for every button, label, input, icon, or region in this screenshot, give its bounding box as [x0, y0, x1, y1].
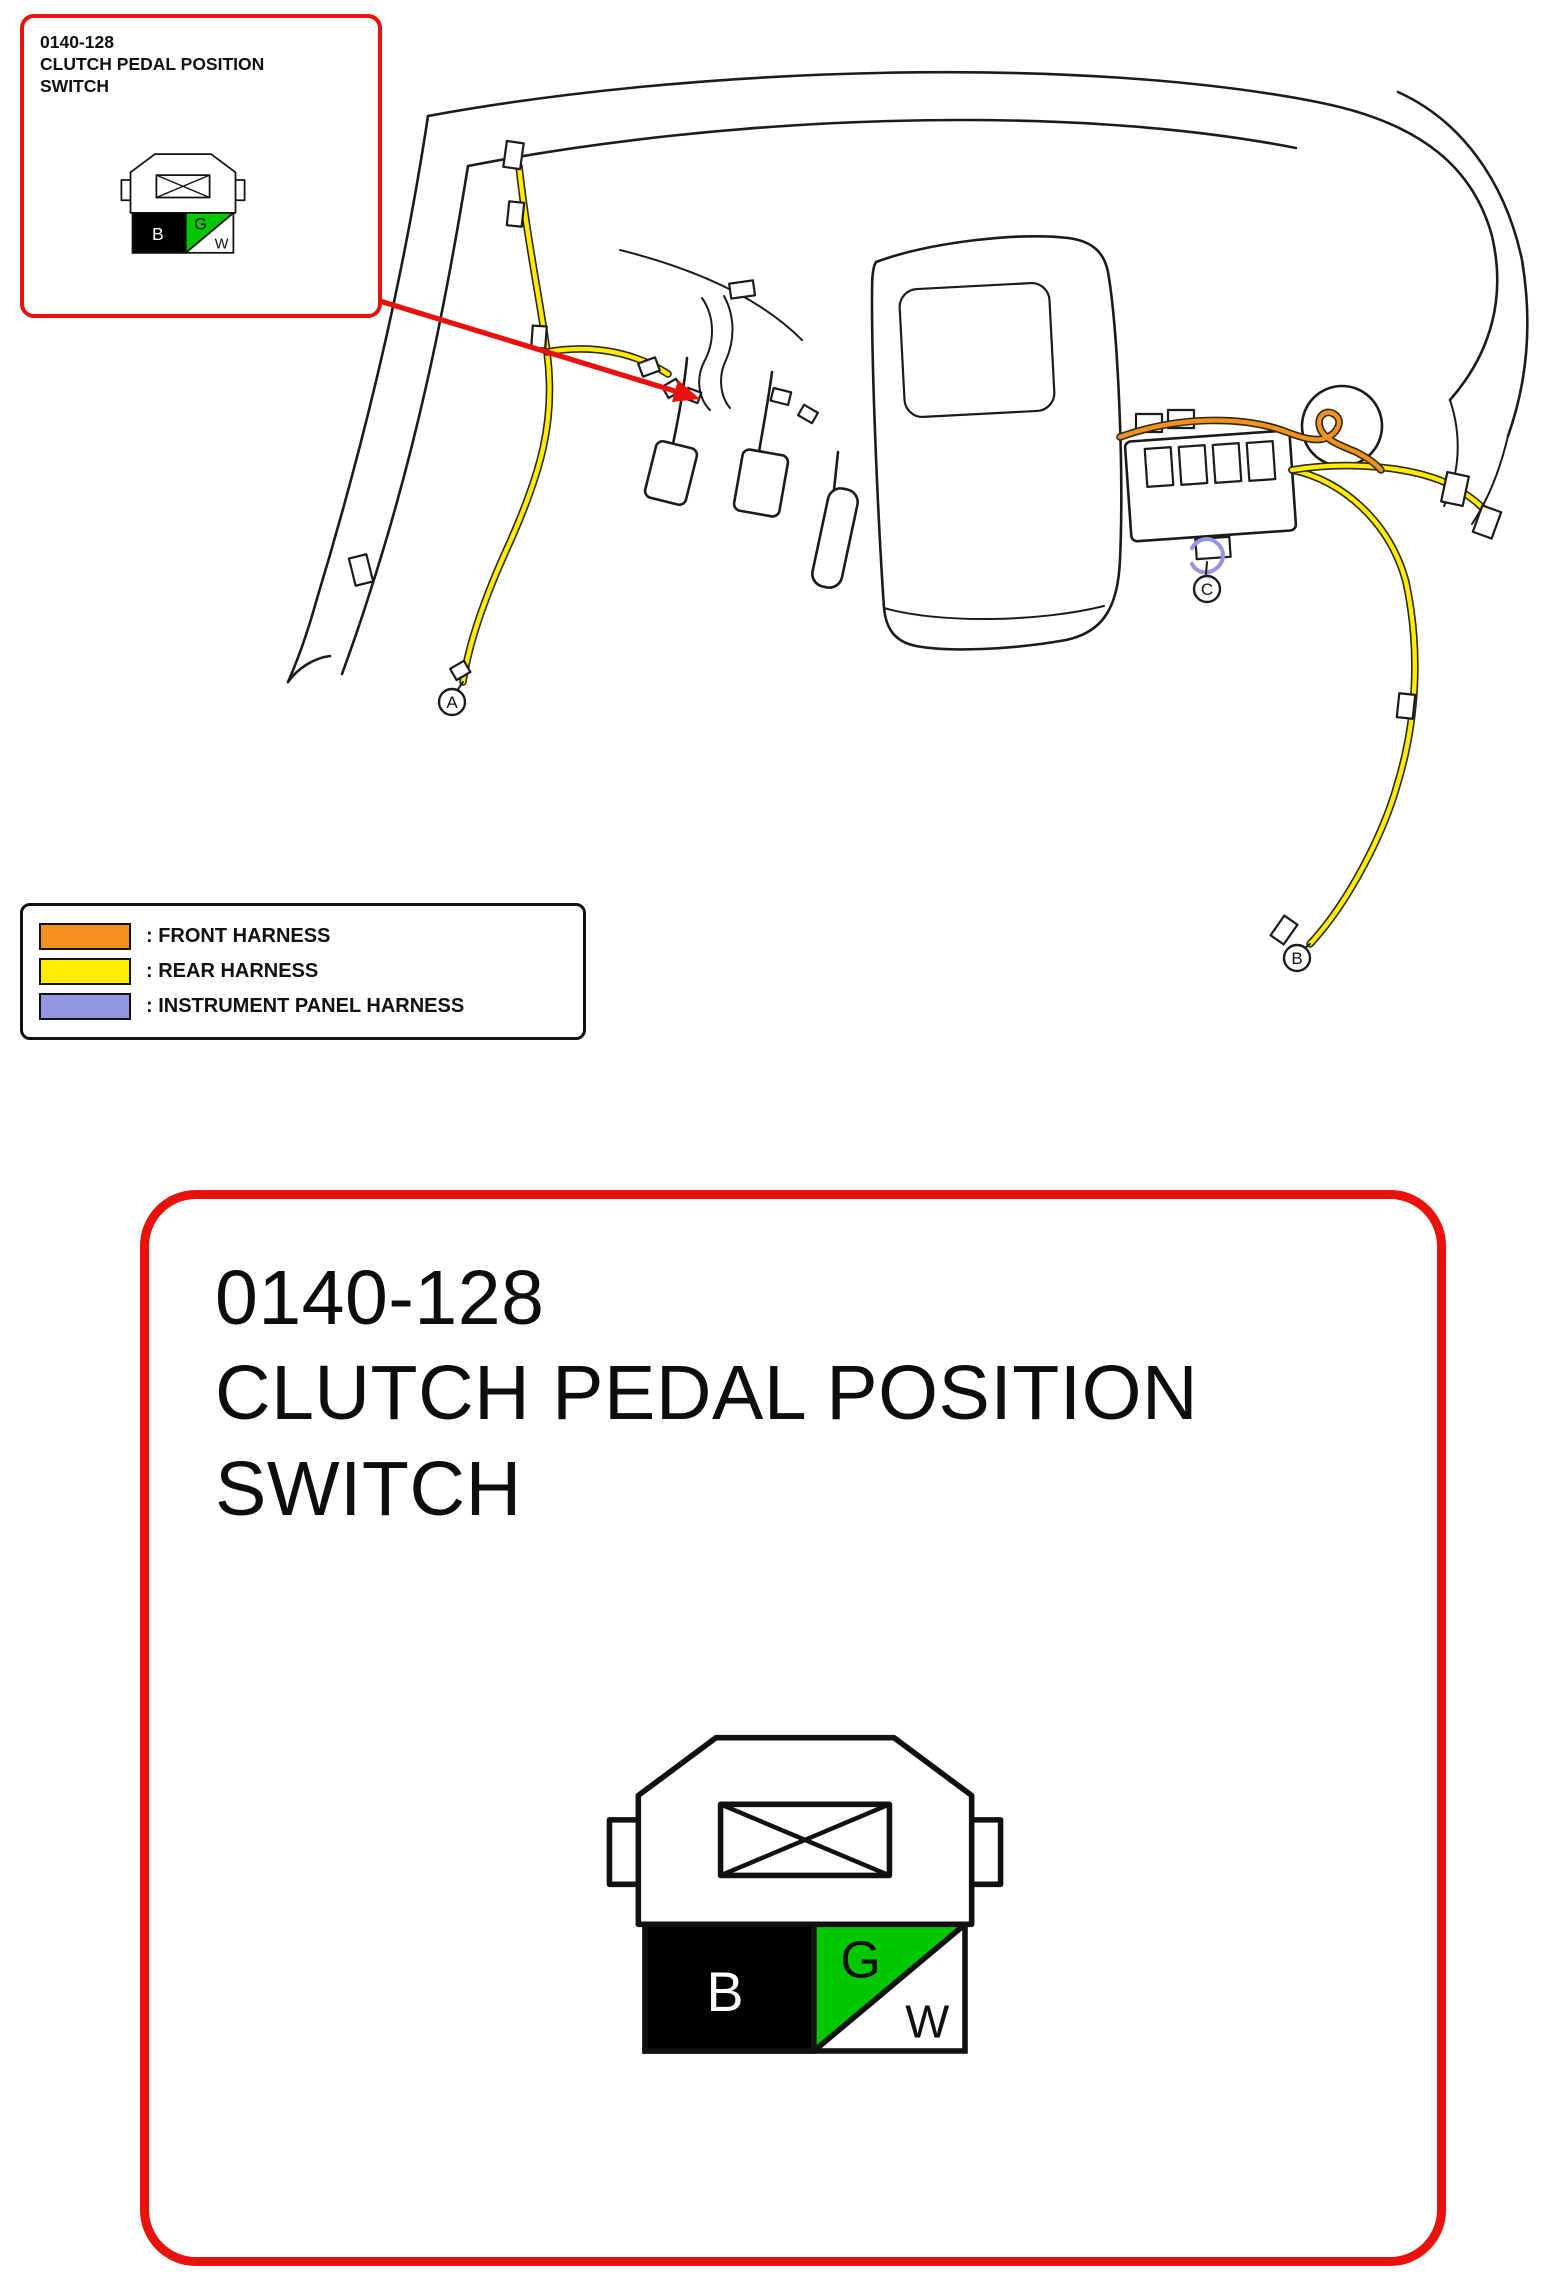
- connector-plugs: [347, 139, 1503, 946]
- legend-label-rear-harness: : REAR HARNESS: [146, 960, 319, 982]
- legend-swatch-rear-harness: [39, 958, 131, 985]
- marker-A: A: [437, 681, 467, 717]
- pin-g-label: G: [840, 1932, 881, 1990]
- pin-g-label: G: [194, 216, 207, 234]
- marker-A-label: A: [446, 693, 458, 712]
- connector-pinout-large: B G W: [606, 1734, 1004, 2054]
- detail-code: 0140-128: [215, 1255, 545, 1341]
- clutch-pedal: [643, 439, 699, 507]
- detail-title: 0140-128 CLUTCH PEDAL POSITION SWITCH: [215, 1251, 1198, 1537]
- connector-pinout-mini: B G W: [120, 153, 246, 254]
- legend-label-instrument-panel-harness: : INSTRUMENT PANEL HARNESS: [146, 995, 465, 1017]
- junction-block: [1123, 408, 1298, 561]
- marker-B: B: [1282, 943, 1312, 973]
- marker-B-label: B: [1291, 949, 1302, 968]
- marker-C-label: C: [1201, 580, 1213, 599]
- pin-g-cell: [184, 212, 235, 254]
- pin-b-label: B: [706, 1961, 743, 2023]
- legend-item-front-harness: : FRONT HARNESS: [39, 923, 567, 950]
- pedals: [643, 356, 859, 589]
- detail-name-line1: CLUTCH PEDAL POSITION: [215, 1350, 1199, 1437]
- pin-w-label: W: [905, 1996, 949, 2048]
- pin-b-label: B: [152, 224, 164, 244]
- marker-C: C: [1192, 561, 1222, 604]
- detail-card: 0140-128 CLUTCH PEDAL POSITION SWITCH B …: [140, 1190, 1446, 2266]
- detail-name-line2: SWITCH: [215, 1445, 522, 1532]
- legend-swatch-front-harness: [39, 923, 131, 950]
- legend-item-rear-harness: : REAR HARNESS: [39, 958, 567, 985]
- callout-name-line2: SWITCH: [40, 75, 110, 96]
- brake-pedal: [732, 448, 790, 518]
- legend-label-front-harness: : FRONT HARNESS: [146, 925, 331, 947]
- accelerator-pedal: [811, 487, 859, 589]
- harness-clamp: [1190, 537, 1225, 575]
- pointer-arrow: [369, 295, 700, 402]
- callout-box: 0140-128 CLUTCH PEDAL POSITION SWITCH B …: [20, 14, 382, 318]
- callout-code: 0140-128: [40, 32, 114, 52]
- pin-g-cell: [811, 1921, 968, 2054]
- harness-legend: : FRONT HARNESS : REAR HARNESS : INSTRUM…: [20, 903, 586, 1040]
- center-console: [870, 234, 1123, 651]
- legend-item-instrument-panel-harness: : INSTRUMENT PANEL HARNESS: [39, 993, 567, 1020]
- callout-name-line1: CLUTCH PEDAL POSITION: [40, 53, 265, 74]
- legend-swatch-instrument-panel-harness: [39, 993, 131, 1020]
- harness-location-diagram: A B C: [286, 70, 1529, 973]
- pedal-harness: [698, 295, 734, 411]
- pin-w-label: W: [215, 237, 229, 253]
